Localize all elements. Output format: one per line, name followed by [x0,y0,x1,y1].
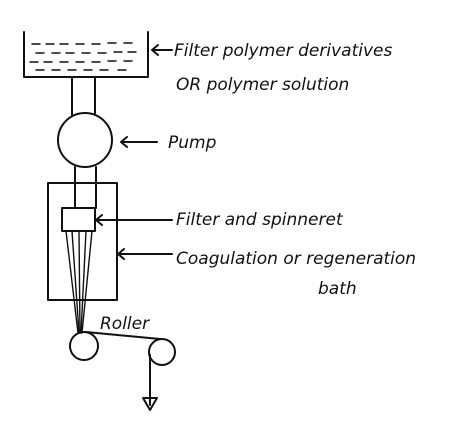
reservoir-tank [23,31,149,78]
arrow-bath [117,248,173,260]
label-bath-line2: bath [318,279,357,299]
pipe-upper [71,76,96,116]
label-bath-line1: Coagulation or regeneration [176,249,416,269]
label-roller: Roller [100,314,150,334]
filaments [65,230,93,334]
arrow-spinneret [95,214,173,226]
label-reservoir-line2: OR polymer solution [176,75,349,95]
roller-right [148,338,176,366]
spinneret-box [61,207,96,232]
label-spinneret: Filter and spinneret [176,210,344,230]
output-arrow-head [142,397,158,411]
arrow-pump [120,136,158,148]
coagulation-bath [47,182,118,301]
arrow-reservoir [151,44,173,56]
label-pump: Pump [168,133,217,153]
fiber-over-rollers [85,331,161,340]
label-reservoir-line1: Filter polymer derivatives [174,41,392,61]
pipe-lower [74,166,97,209]
roller-left [69,331,99,361]
liquid-dashes [29,42,137,71]
pump-circle [57,112,113,168]
